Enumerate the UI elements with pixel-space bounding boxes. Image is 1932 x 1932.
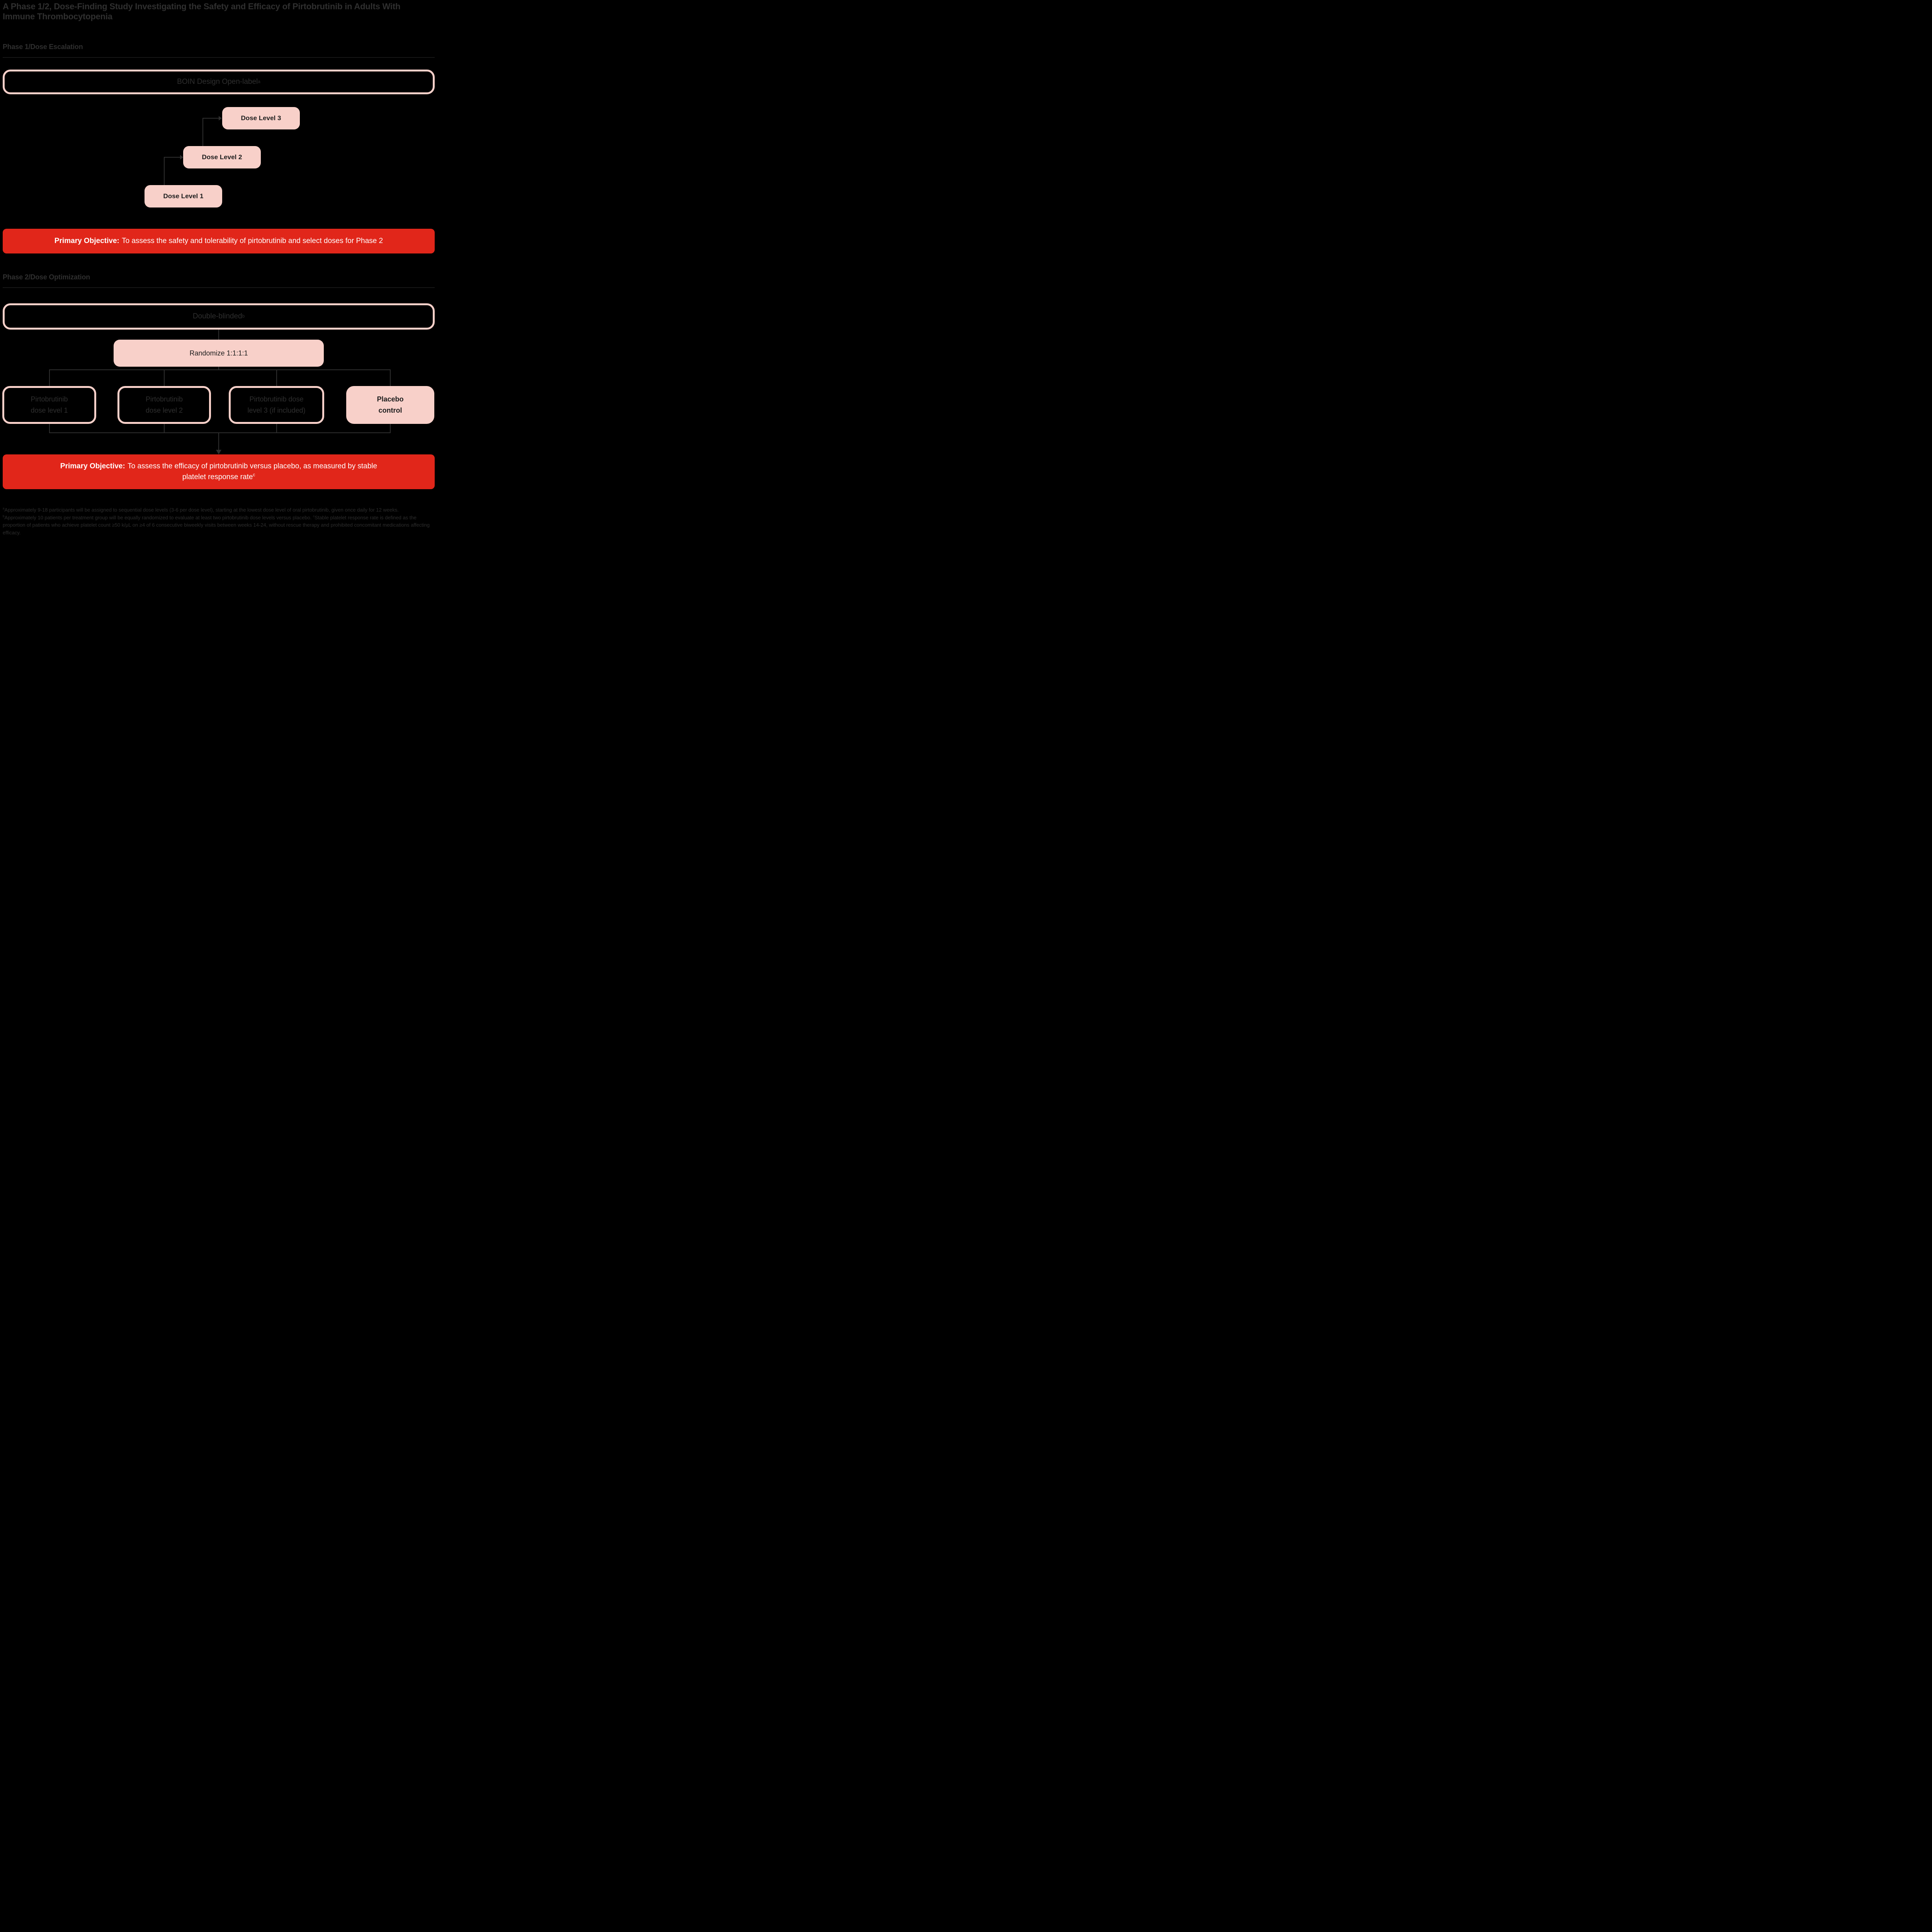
stub-to-arm4 xyxy=(390,369,391,386)
footnote-a-text: Approximately 9-18 participants will be … xyxy=(4,507,399,513)
footnote-a-marker: a xyxy=(3,507,5,510)
arm3-line1: Pirtobrutinib dose xyxy=(249,395,304,403)
dose-level-1-box: Dose Level 1 xyxy=(145,185,222,207)
randomize-box: Randomize 1:1:1:1 xyxy=(114,340,324,367)
connector-to-phase2-objective xyxy=(218,432,219,450)
dose-level-3-box: Dose Level 3 xyxy=(222,107,300,129)
stub-to-arm2 xyxy=(164,369,165,386)
phase2-objective-line2: platelet response ratec xyxy=(182,472,255,483)
connector-dose1-to-dose2-vertical xyxy=(164,157,165,185)
arm2-line1: Pirtobrutinib xyxy=(145,395,183,403)
connector-dose1-to-dose2-horizontal xyxy=(164,157,180,158)
arrowhead-into-dose3 xyxy=(219,116,222,121)
split-line-top xyxy=(49,369,391,370)
phase1-objective-banner: Primary Objective:To assess the safety a… xyxy=(3,229,435,253)
stub-from-arm4 xyxy=(390,424,391,433)
phase2-objective-banner: Primary Objective:To assess the efficacy… xyxy=(3,454,435,489)
dose-level-2-box: Dose Level 2 xyxy=(183,146,261,168)
arm-pirtobrutinib-dose3-box: Pirtobrutinib dose level 3 (if included) xyxy=(229,386,324,424)
stub-from-arm1 xyxy=(49,424,50,433)
phase2-objective-lead: Primary Objective: xyxy=(60,462,125,471)
arm4-line1: Placebo xyxy=(377,395,404,403)
phase1-objective-lead: Primary Objective: xyxy=(54,237,119,245)
boin-design-label: BOIN Design Open-label xyxy=(177,78,258,86)
connector-dose2-to-dose3-vertical xyxy=(202,118,203,146)
phase2-objective-footnote-marker: c xyxy=(253,472,255,478)
double-blinded-label: Double-blinded xyxy=(192,312,242,320)
stub-to-arm1 xyxy=(49,369,50,386)
connector-randomize-to-split xyxy=(218,367,219,370)
connector-blinded-to-randomize xyxy=(218,330,219,340)
stub-from-arm3 xyxy=(276,424,277,433)
footnote-b-marker: b xyxy=(3,514,5,518)
arrowhead-into-phase2-objective xyxy=(216,450,221,454)
arm2-line2: dose level 2 xyxy=(145,406,183,414)
arm3-line2: level 3 (if included) xyxy=(247,406,306,414)
connector-dose2-to-dose3-horizontal xyxy=(202,118,219,119)
stub-from-arm2 xyxy=(164,424,165,433)
footnote-c-text: Stable platelet response rate is defined… xyxy=(3,514,430,536)
footnote-c-marker: c xyxy=(313,514,315,518)
phase2-objective-body1: To assess the efficacy of pirtobrutinib … xyxy=(128,462,378,471)
stub-to-arm3 xyxy=(276,369,277,386)
phase2-objective-body2: platelet response rate xyxy=(182,473,253,481)
arm4-line2: control xyxy=(378,406,402,414)
study-design-figure: A Phase 1/2, Dose-Finding Study Investig… xyxy=(0,0,437,544)
phase1-section-header: Phase 1/Dose Escalation xyxy=(3,43,83,51)
phase1-objective-text: Primary Objective:To assess the safety a… xyxy=(54,236,383,247)
arm-pirtobrutinib-dose2-box: Pirtobrutinib dose level 2 xyxy=(117,386,211,424)
collector-line-bottom xyxy=(49,432,391,433)
phase2-section-header: Phase 2/Dose Optimization xyxy=(3,273,90,281)
arm-pirtobrutinib-dose1-box: Pirtobrutinib dose level 1 xyxy=(2,386,96,424)
footnotes: aApproximately 9-18 participants will be… xyxy=(3,506,434,536)
arm-placebo-control-box: Placebo control xyxy=(346,386,434,424)
page-title: A Phase 1/2, Dose-Finding Study Investig… xyxy=(3,2,401,22)
arrowhead-into-dose2 xyxy=(180,155,183,160)
phase2-objective-line1: Primary Objective:To assess the efficacy… xyxy=(60,461,377,472)
phase2-divider xyxy=(3,287,435,288)
phase1-objective-body: To assess the safety and tolerability of… xyxy=(122,237,383,245)
phase1-divider xyxy=(3,57,435,58)
arm1-line1: Pirtobrutinib xyxy=(31,395,68,403)
arm1-line2: dose level 1 xyxy=(31,406,68,414)
footnote-b-text: Approximately 10 patients per treatment … xyxy=(4,514,313,520)
